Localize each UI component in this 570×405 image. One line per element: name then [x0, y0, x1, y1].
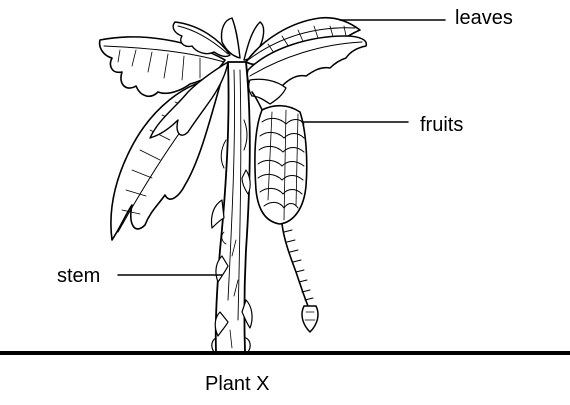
leaf-left-upper: [98, 36, 226, 98]
leaves-drawing: [98, 16, 368, 241]
leaf-right-droop: [248, 78, 287, 105]
leaves-label: leaves: [455, 7, 513, 29]
stem-drawing: [210, 61, 253, 353]
leaf-left-droop: [149, 61, 229, 139]
leaf-top-center: [220, 17, 241, 59]
figure-caption: Plant X: [205, 373, 270, 395]
leaf-top-left: [172, 21, 231, 58]
fruits-drawing: [251, 91, 319, 333]
stem-label: stem: [57, 265, 101, 287]
rachis: [281, 223, 309, 307]
fruits-label: fruits: [420, 114, 464, 136]
banana-bud: [301, 305, 319, 333]
